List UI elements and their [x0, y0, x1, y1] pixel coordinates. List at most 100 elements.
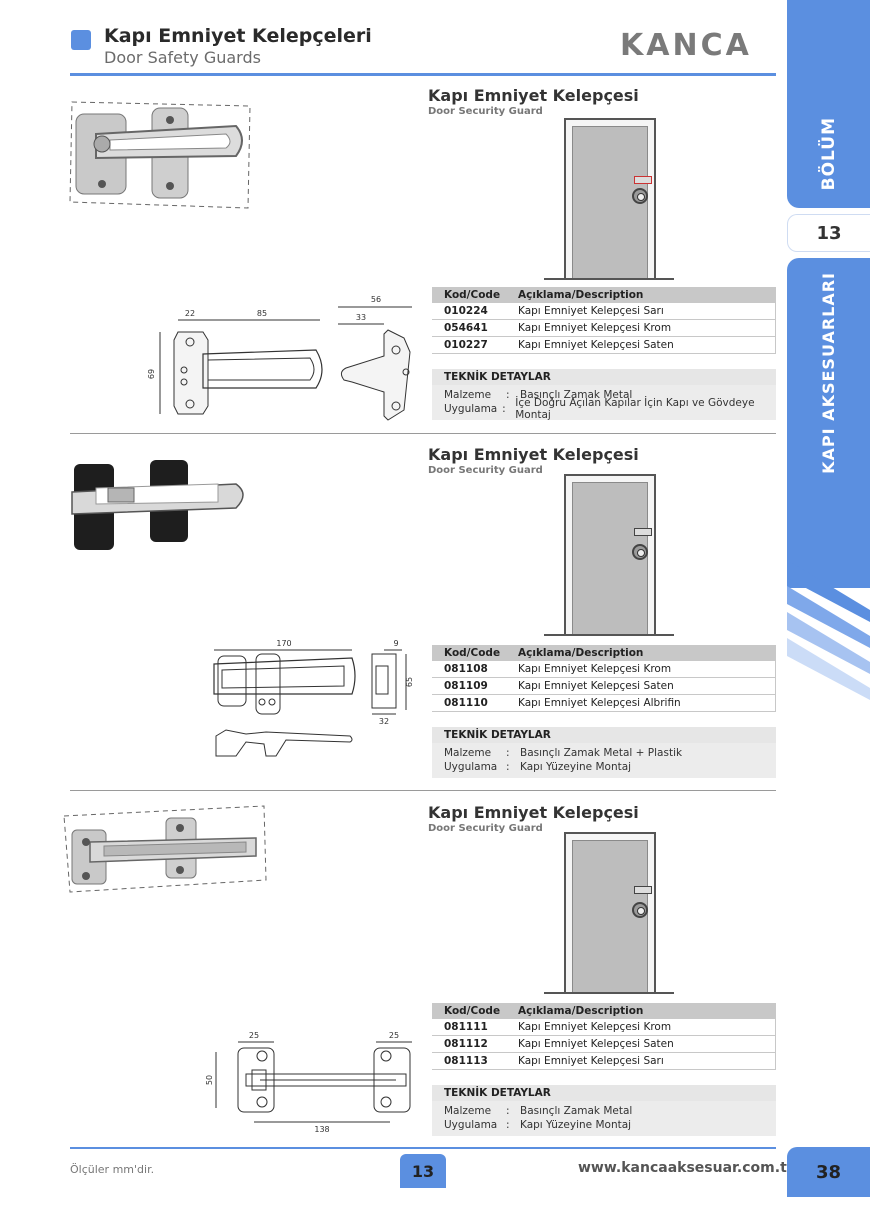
- dim-3-a: 25: [249, 1031, 259, 1040]
- door-guard-marker-icon: [634, 176, 652, 184]
- table-row: 081111 Kapı Emniyet Kelepçesi Krom: [432, 1019, 776, 1036]
- row-code: 081108: [444, 663, 488, 675]
- tech-header: TEKNİK DETAYLAR: [432, 1085, 776, 1101]
- dim-2-d: 32: [379, 717, 389, 726]
- product-1-photo: [69, 101, 251, 209]
- tech-usage-line: Uygulama:Kapı Yüzeyine Montaj: [444, 760, 776, 774]
- product-2-title: Kapı Emniyet Kelepçesi: [428, 445, 639, 464]
- row-code: 081111: [444, 1021, 488, 1033]
- row-code: 010224: [444, 305, 488, 317]
- tech-material-line: Malzeme:Basınçlı Zamak Metal + Plastik: [444, 746, 776, 760]
- dim-3-d: 138: [314, 1125, 329, 1134]
- row-description: Kapı Emniyet Kelepçesi Krom: [518, 1021, 672, 1033]
- colon: :: [506, 761, 510, 773]
- table-row: 081113 Kapı Emniyet Kelepçesi Sarı: [432, 1053, 776, 1070]
- tech-body: Malzeme:Basınçlı Zamak Metal Uygulama:Ka…: [432, 1101, 776, 1136]
- colon: :: [506, 1119, 510, 1131]
- product-2-photo: [71, 460, 244, 550]
- product-3-title: Kapı Emniyet Kelepçesi: [428, 803, 639, 822]
- row-code: 081110: [444, 697, 488, 709]
- door-knob-icon: [632, 544, 648, 560]
- product-3-subtitle: Door Security Guard: [428, 823, 543, 834]
- tech-body: Malzeme:Basınçlı Zamak Metal + Plastik U…: [432, 743, 776, 778]
- product-3-technical-drawing: 25 25 50 138: [205, 1031, 412, 1134]
- row-description: Kapı Emniyet Kelepçesi Sarı: [518, 305, 664, 317]
- product-1-technical-drawing: 22 85 56 33 69: [148, 295, 412, 421]
- door-guard-marker-icon: [634, 528, 652, 536]
- material-value: Basınçlı Zamak Metal: [520, 389, 633, 401]
- usage-label: Uygulama: [444, 403, 498, 415]
- dim-3-c: 50: [205, 1075, 214, 1085]
- row-description: Kapı Emniyet Kelepçesi Albrifin: [518, 697, 681, 709]
- footer-website-link[interactable]: www.kancaaksesuar.com.tr: [578, 1160, 794, 1176]
- section-divider: [70, 433, 776, 434]
- header-square-icon: [71, 30, 91, 50]
- tech-material-line: Malzeme: Basınçlı Zamak Metal: [444, 388, 776, 402]
- product-1-door-illustration: [564, 118, 656, 278]
- product-2-technical-drawing: 170 9 65 32: [213, 639, 414, 757]
- door-knob-icon: [632, 902, 648, 918]
- table-header: Kod/Code Açıklama/Description: [432, 287, 776, 303]
- door-knob-icon: [632, 188, 648, 204]
- product-3-door-illustration: [564, 832, 656, 992]
- table-header: Kod/Code Açıklama/Description: [432, 645, 776, 661]
- door-guard-marker-icon: [634, 886, 652, 894]
- usage-value: Kapı Yüzeyine Montaj: [520, 761, 632, 773]
- colon: :: [502, 403, 506, 415]
- dim-2-b: 9: [393, 639, 398, 648]
- product-2-door-floor: [544, 634, 674, 636]
- header-divider: [70, 73, 776, 76]
- row-description: Kapı Emniyet Kelepçesi Saten: [518, 1038, 674, 1050]
- sidebar-section-tab: [787, 0, 870, 208]
- sidebar-category-label: KAPI AKSESUARLARI: [787, 258, 870, 588]
- dim-2-c: 65: [405, 677, 414, 687]
- row-code: 054641: [444, 322, 488, 334]
- sidebar-section-number: 13: [787, 214, 870, 252]
- header-description: Açıklama/Description: [518, 289, 644, 301]
- page-subtitle: Door Safety Guards: [104, 48, 261, 67]
- header-description: Açıklama/Description: [518, 1005, 644, 1017]
- row-description: Kapı Emniyet Kelepçesi Saten: [518, 680, 674, 692]
- tech-header: TEKNİK DETAYLAR: [432, 727, 776, 743]
- header-code: Kod/Code: [444, 1005, 501, 1017]
- door-panel: [572, 126, 648, 278]
- header-code: Kod/Code: [444, 289, 501, 301]
- table-row: 081109 Kapı Emniyet Kelepçesi Saten: [432, 678, 776, 695]
- dim-1-c: 56: [371, 295, 381, 304]
- table-header: Kod/Code Açıklama/Description: [432, 1003, 776, 1019]
- product-1-tech-details: TEKNİK DETAYLAR Malzeme: Basınçlı Zamak M…: [432, 369, 776, 421]
- material-label: Malzeme: [444, 389, 492, 401]
- row-description: Kapı Emniyet Kelepçesi Saten: [518, 339, 674, 351]
- section-divider: [70, 790, 776, 791]
- row-description: Kapı Emniyet Kelepçesi Sarı: [518, 1055, 664, 1067]
- product-2-subtitle: Door Security Guard: [428, 465, 543, 476]
- dim-1-a: 22: [185, 309, 195, 318]
- product-1-door-floor: [544, 278, 674, 280]
- footer-units-note: Ölçüler mm'dir.: [70, 1163, 155, 1176]
- usage-label: Uygulama: [444, 1119, 498, 1131]
- colon: :: [506, 389, 510, 401]
- tech-material-line: Malzeme:Basınçlı Zamak Metal: [444, 1104, 776, 1118]
- product-3-door-floor: [544, 992, 674, 994]
- product-2-door-illustration: [564, 474, 656, 634]
- sidebar-category-tab: [787, 258, 870, 588]
- row-code: 081113: [444, 1055, 488, 1067]
- row-code: 081109: [444, 680, 488, 692]
- header-code: Kod/Code: [444, 647, 501, 659]
- category-name: KAPI AKSESUARLARI: [819, 272, 838, 474]
- tech-header: TEKNİK DETAYLAR: [432, 369, 776, 385]
- table-row: 081112 Kapı Emniyet Kelepçesi Saten: [432, 1036, 776, 1053]
- dim-1-d: 33: [356, 313, 366, 322]
- row-code: 081112: [444, 1038, 488, 1050]
- tech-usage-line: Uygulama:Kapı Yüzeyine Montaj: [444, 1118, 776, 1132]
- table-row: 010224 Kapı Emniyet Kelepçesi Sarı: [432, 303, 776, 320]
- dim-3-b: 25: [389, 1031, 399, 1040]
- brand-logo: KANCA: [620, 28, 752, 63]
- page-title: Kapı Emniyet Kelepçeleri: [104, 25, 372, 47]
- tech-usage-line: Uygulama:İçe Doğru Açılan Kapılar İçin K…: [444, 397, 776, 421]
- row-description: Kapı Emniyet Kelepçesi Krom: [518, 322, 672, 334]
